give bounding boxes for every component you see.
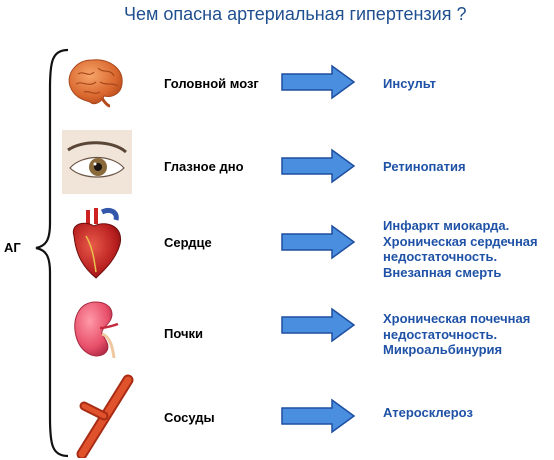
eye-icon [62, 130, 132, 194]
kidney-icon [74, 301, 119, 359]
organ-label-brain: Головной мозг [164, 76, 259, 91]
outcome-vessel: Атеросклероз [383, 405, 473, 420]
ag-label: АГ [4, 240, 21, 255]
organ-label-kidney: Почки [164, 326, 204, 341]
diagram-title: Чем опасна артериальная гипертензия ? [124, 4, 467, 24]
heart-icon [72, 207, 122, 279]
organ-label-eye: Глазное дно [164, 159, 244, 174]
arrow-right-icon [281, 307, 356, 343]
outcome-kidney: Хроническая почечная недостаточность. Ми… [383, 311, 531, 357]
arrow-right-icon [281, 398, 356, 434]
outcome-eye: Ретинопатия [383, 159, 466, 174]
outcome-brain: Инсульт [383, 76, 436, 91]
organ-label-heart: Сердце [164, 235, 212, 250]
vessel-icon [76, 374, 134, 458]
outcome-heart: Инфаркт миокарда. Хроническая сердечная … [383, 218, 538, 280]
curly-brace [35, 48, 69, 458]
arrow-right-icon [281, 224, 356, 260]
arrow-right-icon [281, 64, 356, 100]
brain-icon [68, 59, 123, 108]
organ-label-vessel: Сосуды [164, 410, 215, 425]
arrow-right-icon [281, 148, 356, 184]
